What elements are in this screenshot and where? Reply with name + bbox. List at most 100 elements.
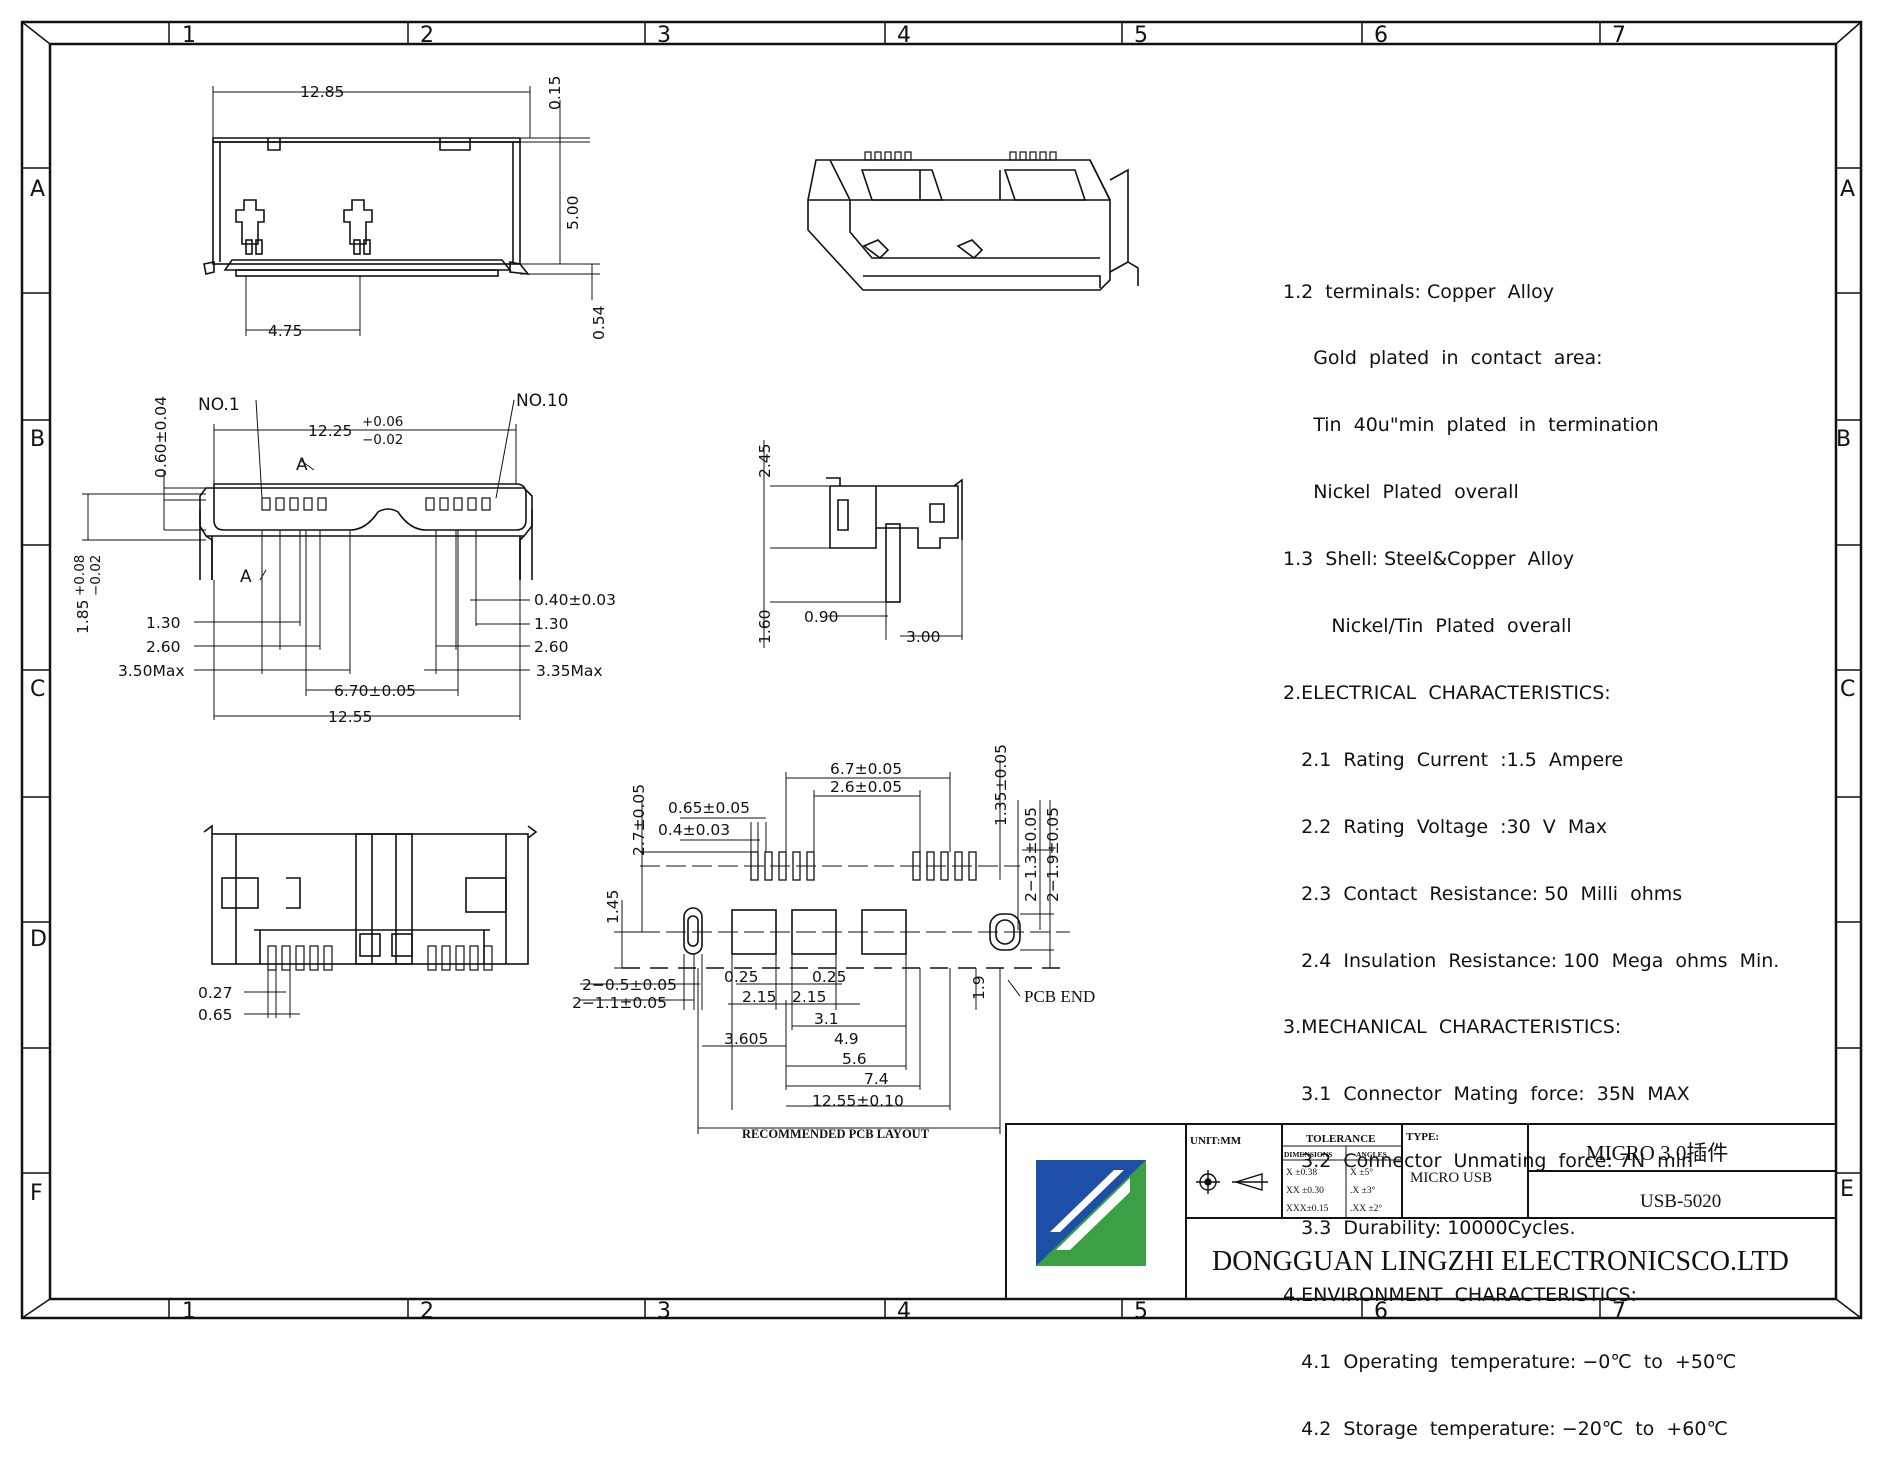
col-label-bottom: 2: [420, 1299, 434, 1324]
part-number: USB-5020: [1640, 1191, 1721, 1212]
dim-label: 2.60: [534, 638, 569, 656]
spec-line: 4.ENVIRONMENT CHARACTERISTICS:: [1283, 1283, 1637, 1306]
tol-dim: XX ±0.30: [1286, 1186, 1324, 1196]
dim-label: 3.35Max: [536, 662, 603, 680]
dim-label: 2.6±0.05: [830, 778, 902, 796]
dim-label: 3.50Max: [118, 662, 185, 680]
dimensions-header: DIMENSIONS: [1284, 1150, 1332, 1159]
specifications-block: 1.2 terminals: Copper Alloy Gold plated …: [1283, 236, 1779, 1462]
frame-labels: 1 2 3 4 5 6 7 1 2 3 4 5 6 7 A B C D F A …: [30, 23, 1855, 1324]
front-view-dim-text: NO.1 NO.10 12.25 +0.06 −0.02 0.60±0.04 A…: [72, 391, 616, 726]
pcb-layout-dims: [580, 760, 1054, 1134]
dim-label: 1.85: [74, 599, 92, 634]
col-label-bottom: 4: [897, 1299, 911, 1324]
row-label-right: B: [1836, 427, 1851, 452]
dim-label: 2−1.9±0.05: [1044, 807, 1062, 902]
dim-label: 3.00: [906, 628, 941, 646]
dim-label: 2.15: [792, 988, 827, 1006]
spec-line: 2.4 Insulation Resistance: 100 Mega ohms…: [1283, 949, 1780, 972]
dim-tolerance: −0.02: [88, 555, 104, 596]
side-view-dim-text: 2.45 1.60 0.90 3.00: [756, 443, 941, 646]
col-label-top: 7: [1612, 23, 1626, 48]
spec-line: 3.2 Connector Unmating force: 7N min: [1283, 1150, 1693, 1173]
col-label-top: 4: [897, 23, 911, 48]
dim-label: 2−1.1±0.05: [572, 994, 667, 1012]
dim-label: 0.65±0.05: [668, 799, 750, 817]
dim-label: 0.90: [804, 608, 839, 626]
row-label-left: C: [30, 677, 45, 702]
bottom-view-dim-text: 0.27 0.65: [198, 984, 233, 1024]
dim-label: 2−0.5±0.05: [582, 976, 677, 994]
spec-line: 3.3 Durability: 10000Cycles.: [1283, 1217, 1576, 1240]
dim-label: 12.25: [308, 422, 352, 440]
front-view: [199, 483, 533, 580]
dim-label: 1.45: [604, 889, 622, 924]
top-view-dim-text: 12.85 4.75 0.15 5.00 0.54: [268, 75, 608, 340]
spec-line: Gold plated in contact area:: [1283, 347, 1603, 370]
row-label-right: C: [1840, 677, 1855, 702]
col-label-top: 2: [420, 23, 434, 48]
dim-label: 6.7±0.05: [830, 760, 902, 778]
row-label-left: F: [30, 1181, 43, 1206]
title-block-text: UNIT:MM TOLERANCE DIMENSIONS ANGLES X ±0…: [1190, 1131, 1789, 1277]
col-label-bottom: 7: [1612, 1299, 1626, 1324]
spec-line: 2.1 Rating Current :1.5 Ampere: [1283, 748, 1624, 771]
tolerance-label: TOLERANCE: [1306, 1133, 1375, 1145]
dim-label: 5.6: [842, 1050, 867, 1068]
spec-line: 4.1 Operating temperature: −0℃ to +50℃: [1283, 1350, 1737, 1373]
dim-label: 12.85: [300, 83, 344, 101]
front-view-dims: [82, 399, 530, 720]
section-label: A: [240, 567, 252, 587]
col-label-top: 1: [182, 23, 196, 48]
dim-label: 12.55: [328, 708, 372, 726]
top-view-dims: [212, 86, 600, 336]
tol-angle: .XX ±2°: [1350, 1203, 1382, 1214]
col-label-top: 5: [1134, 23, 1148, 48]
pcb-layout-dim-text: 6.7±0.05 2.6±0.05 0.65±0.05 0.4±0.03 2.7…: [572, 744, 1095, 1141]
dim-label: 5.00: [564, 195, 582, 230]
col-label-top: 3: [657, 23, 671, 48]
spec-line: Nickel/Tin Plated overall: [1283, 615, 1572, 638]
pcb-layout: [622, 851, 1070, 969]
dim-label: 0.60±0.04: [152, 396, 170, 478]
dim-label: 0.15: [546, 75, 564, 110]
tol-dim: X ±0.38: [1286, 1168, 1317, 1178]
dim-tolerance: +0.08: [72, 555, 88, 596]
side-view-dims: [763, 440, 963, 648]
dim-label: 12.55±0.10: [812, 1092, 904, 1110]
dim-label: 0.25: [812, 968, 847, 986]
dim-tolerance: +0.06: [362, 414, 403, 430]
bottom-view: [203, 824, 538, 971]
company-name: DONGGUAN LINGZHI ELECTRONICSCO.LTD: [1212, 1246, 1789, 1277]
pcb-end-label: PCB END: [1024, 987, 1095, 1006]
row-label-left: D: [30, 927, 47, 952]
dim-label: 0.40±0.03: [534, 591, 616, 609]
spec-line: 3.1 Connector Mating force: 35N MAX: [1283, 1083, 1690, 1106]
dim-label: 2.60: [146, 638, 181, 656]
spec-line: 2.3 Contact Resistance: 50 Milli ohms: [1283, 882, 1683, 905]
border-frame: [20, 20, 1863, 1320]
dim-label: 0.65: [198, 1006, 233, 1024]
title-block: [1005, 1123, 1837, 1300]
section-label: A: [296, 455, 308, 475]
dim-label: 4.9: [834, 1030, 859, 1048]
col-label-top: 6: [1374, 23, 1388, 48]
dim-label: 2.45: [756, 443, 774, 478]
dim-label: 1.60: [756, 609, 774, 644]
spec-line: 3.MECHANICAL CHARACTERISTICS:: [1283, 1016, 1622, 1039]
pin-label-no1: NO.1: [198, 395, 240, 415]
side-view: [826, 477, 963, 603]
dim-label: 2.7±0.05: [630, 784, 648, 856]
dim-label: 1.30: [534, 615, 569, 633]
dim-label: 3.1: [814, 1010, 839, 1028]
dim-label: 1.35±0.05: [992, 744, 1010, 826]
iso-view: [807, 151, 1139, 291]
unit-label: UNIT:MM: [1190, 1135, 1242, 1147]
col-label-bottom: 5: [1134, 1299, 1148, 1324]
top-view: [203, 137, 530, 277]
dim-label: 6.70±0.05: [334, 682, 416, 700]
drawing-sheet: 1 2 3 4 5 6 7 1 2 3 4 5 6 7 A B C D F A …: [20, 20, 1863, 1324]
row-label-left: B: [30, 427, 45, 452]
spec-line: Tin 40u"min plated in termination: [1283, 414, 1659, 437]
dim-label: 0.27: [198, 984, 233, 1002]
